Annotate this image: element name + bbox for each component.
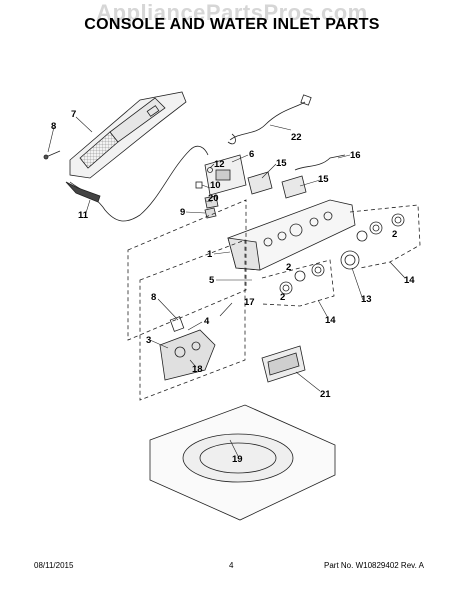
screw-part-8-top	[43, 150, 61, 160]
callout-15-lower: 15	[318, 174, 329, 185]
power-cord	[65, 145, 209, 222]
callout-2-lower: 2	[280, 292, 285, 303]
callout-6: 6	[249, 149, 254, 160]
dispenser-drawer	[261, 345, 306, 383]
page-title: CONSOLE AND WATER INLET PARTS	[84, 16, 380, 33]
callout-2-middle: 2	[286, 262, 291, 273]
callout-7: 7	[71, 109, 76, 120]
water-inlet-valve	[159, 316, 216, 381]
callout-16: 16	[350, 150, 361, 161]
leader-lines	[47, 116, 406, 457]
footer-page-number: 4	[229, 561, 234, 570]
callout-10: 10	[210, 180, 221, 191]
callout-5: 5	[209, 275, 215, 286]
callout-18: 18	[192, 364, 203, 375]
wire-part-16	[294, 154, 346, 171]
console-housing	[227, 199, 356, 271]
callout-21: 21	[320, 389, 331, 400]
callout-labels: 7 8 22 6 16 15 12 10 20 15 9 11 1 2 2 5 …	[51, 109, 415, 465]
knob-set	[279, 213, 405, 295]
callout-22: 22	[291, 132, 302, 143]
callout-3: 3	[146, 335, 151, 346]
bracket-outline-17	[127, 199, 247, 341]
callout-8-lower: 8	[151, 292, 156, 303]
callout-1: 1	[207, 249, 213, 260]
footer-date: 08/11/2015	[34, 561, 74, 570]
switch-part-15a	[247, 171, 273, 195]
footer-part-number: Part No. W10829402 Rev. A	[324, 561, 424, 570]
knob-area-outline-upper	[349, 204, 421, 269]
callout-2-right: 2	[392, 229, 397, 240]
callout-14-right: 14	[404, 275, 415, 286]
callout-11: 11	[78, 210, 89, 221]
small-part-10	[195, 181, 203, 189]
callout-9: 9	[180, 207, 185, 218]
small-part-12	[207, 167, 213, 173]
watermark: AppliancePartsPros.com	[96, 0, 368, 25]
rear-console-panel	[69, 91, 187, 179]
callout-15-upper: 15	[276, 158, 287, 169]
knob-area-outline-lower	[261, 259, 335, 307]
wire-harness	[227, 94, 312, 145]
callout-17: 17	[244, 297, 255, 308]
switch-part-15b	[281, 175, 307, 199]
callout-12: 12	[214, 159, 225, 170]
water-inlet-box	[139, 239, 246, 401]
callout-14-lower: 14	[325, 315, 336, 326]
callout-19: 19	[232, 454, 243, 465]
callout-4: 4	[204, 316, 210, 327]
callout-8-top: 8	[51, 121, 56, 132]
callout-20: 20	[208, 193, 219, 204]
cabinet-top-cover	[149, 404, 336, 521]
small-part-9	[204, 207, 217, 219]
callout-13: 13	[361, 294, 372, 305]
control-board	[204, 154, 247, 196]
